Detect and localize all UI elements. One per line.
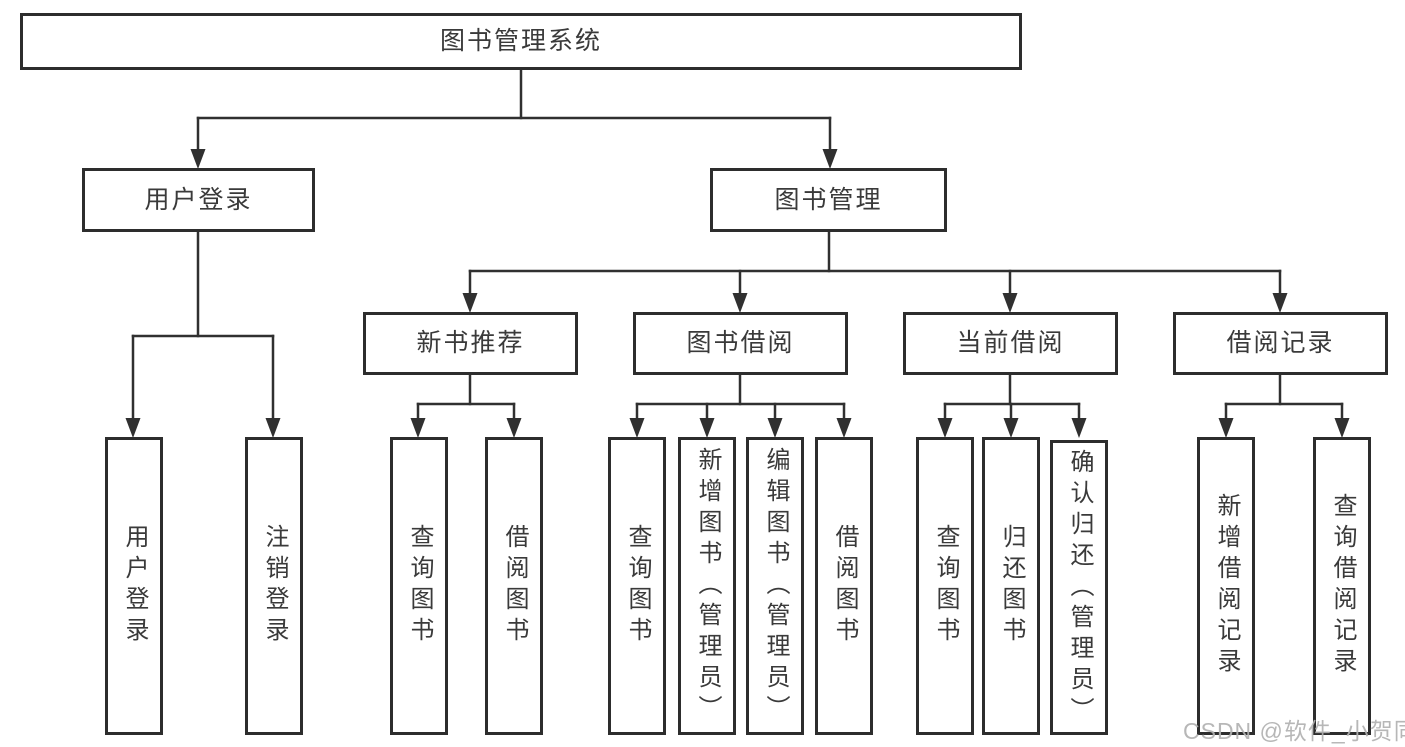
node-leaf-logout: 注销登录 [245,437,303,735]
node-book-management: 图书管理 [710,168,947,232]
node-leaf-query-books-borrowing: 查询图书 [608,437,666,735]
node-leaf-user-login: 用户登录 [105,437,163,735]
node-new-book-recommend: 新书推荐 [363,312,578,375]
node-leaf-query-books-current: 查询图书 [916,437,974,735]
node-user-login: 用户登录 [82,168,315,232]
node-leaf-borrow-books: 借阅图书 [815,437,873,735]
csdn-watermark: CSDN @软件_小贺同学 [1183,718,1405,744]
node-book-borrowing: 图书借阅 [633,312,848,375]
node-leaf-query-borrow-record: 查询借阅记录 [1313,437,1371,735]
node-library-system: 图书管理系统 [20,13,1022,70]
node-leaf-edit-books-admin: 编辑图书（管理员） [746,437,804,735]
node-leaf-confirm-return-admin: 确认归还（管理员） [1050,440,1108,735]
node-leaf-add-borrow-record: 新增借阅记录 [1197,437,1255,735]
node-borrowing-records: 借阅记录 [1173,312,1388,375]
node-current-borrowing: 当前借阅 [903,312,1118,375]
node-leaf-borrow-books-recommend: 借阅图书 [485,437,543,735]
node-leaf-add-books-admin: 新增图书（管理员） [678,437,736,735]
node-leaf-return-books: 归还图书 [982,437,1040,735]
node-leaf-query-books-recommend: 查询图书 [390,437,448,735]
arrowheads [125,149,1350,438]
